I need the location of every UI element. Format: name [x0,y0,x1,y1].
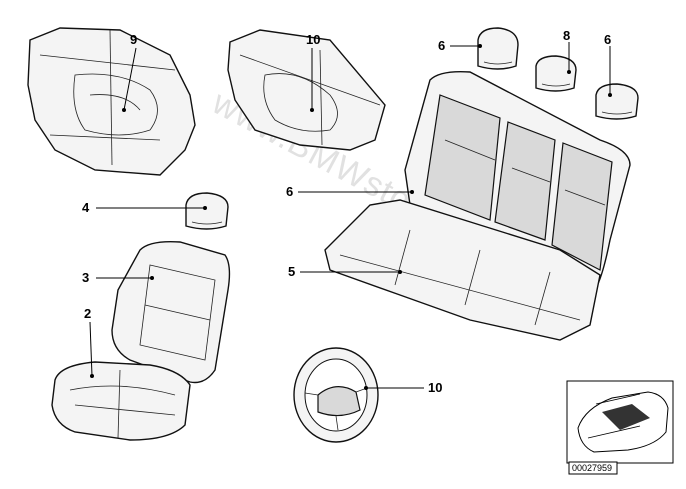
front-door-panel[interactable] [27,27,196,176]
callout-4: 5 [288,264,402,279]
svg-text:9: 9 [130,32,137,47]
svg-text:6: 6 [604,32,611,47]
front-headrest[interactable] [185,192,229,230]
callout-6-left: 6 [438,38,482,53]
callout-9: 10 [306,32,320,112]
rear-seat-backrest[interactable] [404,70,631,296]
callout-10: 10 [364,380,442,395]
rear-headrest-right[interactable] [595,83,639,120]
svg-text:10: 10 [306,32,320,47]
front-seat-backrest[interactable] [111,240,231,384]
rear-headrest-center[interactable] [535,55,577,92]
steering-wheel[interactable] [293,347,379,443]
callout-2: 3 [82,270,154,285]
callout-6-right: 6 [604,32,612,97]
callout-3: 4 [82,200,207,215]
rear-headrest-left[interactable] [477,27,519,70]
reference-thumbnail: 00027959 [566,380,674,475]
front-seat-cushion[interactable] [51,361,191,441]
svg-text:5: 5 [288,264,295,279]
svg-text:6: 6 [286,184,293,199]
svg-text:6: 6 [438,38,445,53]
callout-7: 8 [563,28,571,74]
svg-text:2: 2 [84,306,91,321]
svg-text:10: 10 [428,380,442,395]
svg-text:3: 3 [82,270,89,285]
callout-8: 9 [122,32,137,112]
rear-seat-cushion[interactable] [324,199,601,341]
svg-text:8: 8 [563,28,570,43]
callout-1: 2 [84,306,94,378]
rear-door-panel[interactable] [227,29,386,151]
callout-5: 6 [286,184,414,199]
reference-id: 00027959 [572,463,612,473]
svg-text:4: 4 [82,200,90,215]
